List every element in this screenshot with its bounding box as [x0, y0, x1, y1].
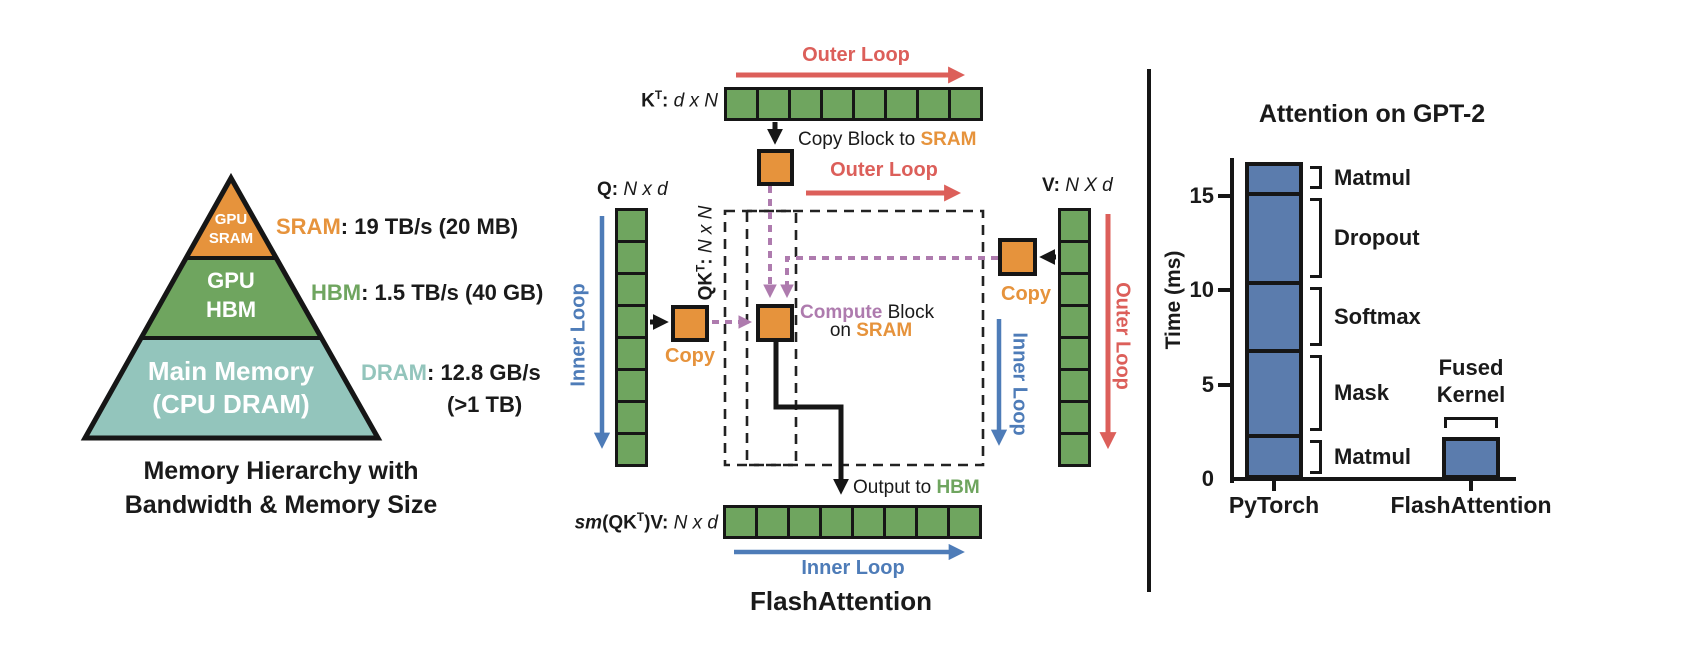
matrix-block — [615, 240, 648, 275]
segment-divider — [1245, 192, 1303, 197]
pytorch-bar — [1245, 161, 1303, 479]
y-tick-label: 5 — [1201, 371, 1214, 397]
pyramid-label-gpu-sram: GPU SRAM — [208, 211, 254, 247]
y-tick — [1218, 288, 1230, 293]
matrix-block — [820, 87, 855, 121]
matrix-block — [1058, 304, 1091, 339]
segment-divider — [1245, 433, 1303, 438]
x-category-label-pytorch: PyTorch — [1228, 492, 1320, 518]
matrix-block — [1058, 432, 1091, 467]
segment-divider — [1245, 280, 1303, 285]
segment-bracket — [1310, 286, 1322, 346]
chart-title: Attention on GPT-2 — [1258, 100, 1486, 128]
pyramid-label-gpu-hbm: GPU HBM — [205, 268, 257, 322]
segment-label-dropout: Dropout — [1334, 225, 1420, 251]
x-tick — [1272, 481, 1276, 491]
segment-label-matmul: Matmul — [1334, 444, 1411, 470]
flashattention-bar — [1442, 437, 1500, 479]
segment-label-mask: Mask — [1334, 380, 1390, 406]
matrix-block — [947, 505, 982, 539]
v-matrix — [1058, 208, 1091, 467]
copy-block-to-sram-label: Copy Block to SRAM — [798, 129, 977, 150]
matrix-block — [615, 304, 648, 339]
inner-loop-label-bottom: Inner Loop — [801, 557, 905, 579]
matrix-block — [723, 505, 758, 539]
kt-matrix — [724, 87, 983, 121]
y-axis — [1230, 158, 1234, 483]
compute-block-label-line1: Compute Block — [800, 302, 935, 323]
outer-loop-label-mid: Outer Loop — [830, 159, 938, 181]
x-tick — [1469, 481, 1473, 491]
x-category-label-flashattention: FlashAttention — [1390, 492, 1552, 518]
segment-bracket — [1310, 198, 1322, 278]
flashattention-diagram-title: FlashAttention — [750, 586, 932, 616]
output-matrix — [723, 505, 982, 539]
output-to-hbm-label: Output to HBM — [853, 477, 980, 498]
fused-kernel-label-line1: Fused — [1438, 355, 1504, 380]
matrix-block — [724, 87, 759, 121]
q-matrix-label: Q: N x d — [597, 179, 668, 200]
k-block-sram-square — [757, 149, 794, 186]
x-axis — [1230, 477, 1516, 481]
dram-capacity-annotation: (>1 TB) — [447, 392, 523, 417]
memory-hierarchy-caption-line2: Bandwidth & Memory Size — [124, 491, 438, 519]
v-matrix-label: V: N X d — [1042, 175, 1113, 196]
q-block-copy-square — [671, 305, 709, 342]
dram-bandwidth-annotation: DRAM: 12.8 GB/s — [361, 360, 541, 385]
pyramid-label-main-memory: Main Memory (CPU DRAM) — [147, 356, 315, 419]
copy-label-right: Copy — [1001, 283, 1051, 305]
fused-kernel-bracket — [1444, 417, 1498, 429]
memory-hierarchy-caption-line1: Memory Hierarchy with — [143, 457, 419, 485]
y-tick — [1218, 382, 1230, 387]
q-matrix — [615, 208, 648, 467]
segment-label-softmax: Softmax — [1334, 303, 1421, 329]
segment-divider — [1245, 348, 1303, 353]
matrix-block — [1058, 240, 1091, 275]
v-block-copy-square — [998, 238, 1037, 276]
outer-loop-label-top: Outer Loop — [802, 44, 910, 66]
y-tick — [1218, 193, 1230, 198]
matrix-block — [615, 272, 648, 307]
y-tick-label: 15 — [1189, 182, 1214, 208]
matrix-block — [615, 208, 648, 243]
hbm-bandwidth-annotation: HBM: 1.5 TB/s (40 GB) — [311, 280, 544, 305]
matrix-block — [948, 87, 983, 121]
segment-bracket — [1310, 439, 1322, 474]
matrix-block — [756, 87, 791, 121]
fused-kernel-label-line2: Kernel — [1436, 382, 1506, 407]
compute-block-square — [756, 304, 794, 342]
matrix-block — [851, 505, 886, 539]
kt-matrix-label: KT: d x N — [641, 89, 718, 112]
y-tick-label: 10 — [1189, 277, 1214, 303]
output-matrix-label: sm(QKT)V: N x d — [574, 511, 718, 534]
section-divider-line — [1147, 69, 1151, 592]
segment-bracket — [1310, 354, 1322, 431]
compute-block-label-line2: on SRAM — [829, 320, 913, 341]
y-tick-label: 0 — [1201, 466, 1214, 491]
matrix-block — [788, 87, 823, 121]
sram-bandwidth-annotation: SRAM: 19 TB/s (20 MB) — [276, 214, 519, 239]
segment-bracket — [1310, 165, 1322, 190]
segment-label-matmul: Matmul — [1334, 165, 1411, 191]
matrix-block — [755, 505, 790, 539]
matrix-block — [883, 505, 918, 539]
matrix-block — [615, 432, 648, 467]
copy-label-left: Copy — [665, 345, 715, 367]
